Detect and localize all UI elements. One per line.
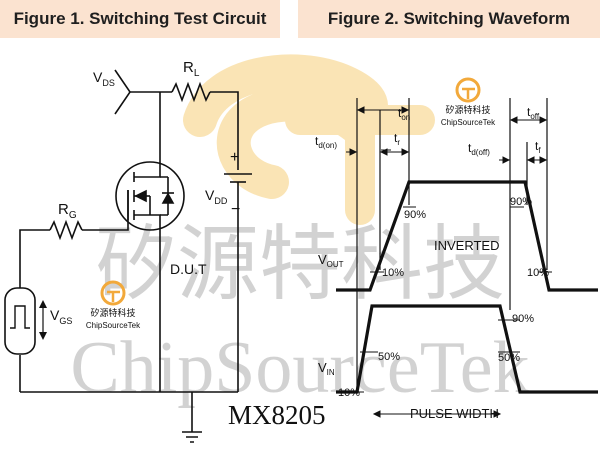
- logo-top-chinese-text: 矽源特科技: [445, 104, 490, 115]
- figure-2-title: Figure 2. Switching Waveform: [298, 0, 600, 38]
- pulse-width-label: PULSE WIDTH: [410, 406, 499, 421]
- toff-label: toff: [527, 105, 540, 121]
- rg-label: RG: [58, 201, 77, 221]
- logo-top-english-text: ChipSourceTek: [441, 118, 496, 127]
- watermark-chinese-text: 矽源特科技: [95, 217, 505, 312]
- logo-chinese-text: 矽源特科技: [90, 307, 135, 318]
- watermark-logo-large: [183, 54, 435, 225]
- battery-plus-label: +: [230, 149, 239, 166]
- pct-50-rise: 50%: [378, 351, 400, 363]
- figure-1-title: Figure 1. Switching Test Circuit: [0, 0, 280, 38]
- pct-10-fall: 10%: [527, 267, 549, 279]
- tdoff-label: td(off): [468, 141, 490, 157]
- vout-label: VOUT: [318, 252, 344, 269]
- company-logo-small: 矽源特科技 ChipSourceTek: [86, 280, 141, 330]
- rl-label: RL: [183, 59, 200, 79]
- inverted-label: INVERTED: [434, 238, 500, 253]
- company-logo-top: 矽源特科技 ChipSourceTek: [441, 77, 496, 127]
- mosfet-symbol: [115, 150, 185, 240]
- pct-10-vin: 10%: [338, 387, 360, 399]
- vds-label: VDS: [93, 69, 115, 88]
- vgs-label: VGS: [50, 307, 72, 326]
- tr-label: tr: [394, 131, 400, 147]
- tf-label: tf: [535, 139, 541, 155]
- vin-label: VIN: [318, 360, 335, 377]
- ton-label: ton: [398, 106, 410, 122]
- level-markers: [350, 206, 552, 393]
- percent-labels: 90% 90% 10% 10% 90% 50% 50% 10%: [338, 196, 549, 399]
- watermark-english-text: ChipSourceTek: [70, 327, 529, 409]
- timing-reference-lines: [356, 98, 548, 392]
- pct-90-fall: 90%: [510, 196, 532, 208]
- part-number: MX8205: [222, 398, 332, 432]
- vout-waveform: [336, 180, 598, 292]
- battery-minus-label: −: [231, 201, 240, 218]
- pct-50-fall: 50%: [498, 352, 520, 364]
- pct-10-rise: 10%: [382, 267, 404, 279]
- pct-90-rise: 90%: [404, 209, 426, 221]
- dut-label: D.U.T: [170, 261, 207, 277]
- timing-dimension-arrows: [346, 106, 548, 418]
- pulse-source: [4, 287, 47, 355]
- tdon-label: td(on): [315, 134, 337, 150]
- vdd-label: VDD: [205, 187, 228, 206]
- pct-90-vin: 90%: [512, 313, 534, 325]
- logo-english-text: ChipSourceTek: [86, 321, 141, 330]
